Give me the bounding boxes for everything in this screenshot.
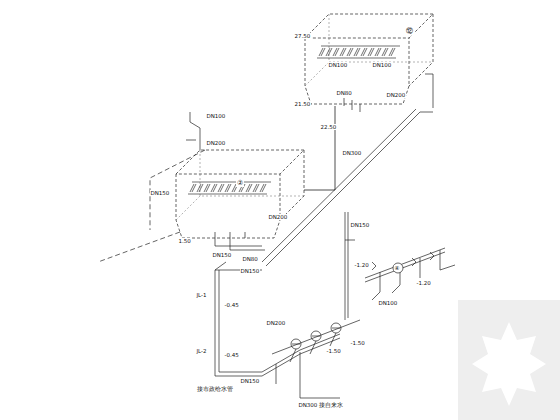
dimension-label: 22.50 [320,124,337,130]
pump-group [272,320,360,362]
pipe [276,352,340,398]
dimension-label: DN100 [372,62,392,68]
dimension-label: -1.20 [354,262,369,268]
dimension-label: DN100 [206,113,226,119]
dimension-label: DN80 [336,90,352,96]
dimension-label: DN300 [342,150,362,156]
water-tank: ⑫ [305,14,433,106]
callout-number: ② [236,179,244,187]
dimension-label: 27.50 [294,33,311,39]
dimension-label: DN150 [240,268,260,274]
main-pipe [262,109,420,266]
dimension-label: 21.50 [294,101,311,107]
dimension-label: DN200 [206,140,226,146]
dashed-pipe [150,150,205,230]
dashed-pipe [98,232,180,262]
watermark-star [472,322,546,406]
pipe [186,112,200,150]
callout-number: ⑫ [405,27,414,35]
pipe [420,112,433,113]
dimension-label: DN200 [386,92,406,98]
dimension-label: DN100 [378,300,398,306]
dimension-label: DN150 [240,378,260,384]
dimension-label: DN150 [212,252,232,258]
riser [215,262,262,376]
dimension-label: DN150 [350,222,370,228]
dimension-label: DN100 [328,62,348,68]
dimension-label: DN200 [266,320,286,326]
pipe [215,232,265,250]
note-label: JL-2 [196,348,207,354]
dimension-label: -1.50 [350,340,365,346]
note-label: JL-1 [196,292,207,298]
dimension-label: -1.20 [416,280,431,286]
pipe [344,74,433,112]
connecting-pipe [304,106,335,190]
dimension-label: 1.50 [178,238,191,244]
dimension-label: DN150 [150,190,170,196]
note-label: 接市政给水管 [196,386,233,392]
pipe [262,334,340,376]
dimension-label: -0.45 [224,302,239,308]
watermark [458,300,560,420]
dimension-label: DN300 接自来水 [298,402,344,408]
tank-outline [176,150,304,240]
water-tank: ② [176,150,304,240]
dimension-label: -1.50 [326,348,341,354]
note-label: ④ [394,265,400,271]
valve-group [365,248,455,300]
dimension-label: -0.45 [224,352,239,358]
dimension-label: DN200 [268,214,288,220]
dimension-label: DN80 [242,256,258,262]
